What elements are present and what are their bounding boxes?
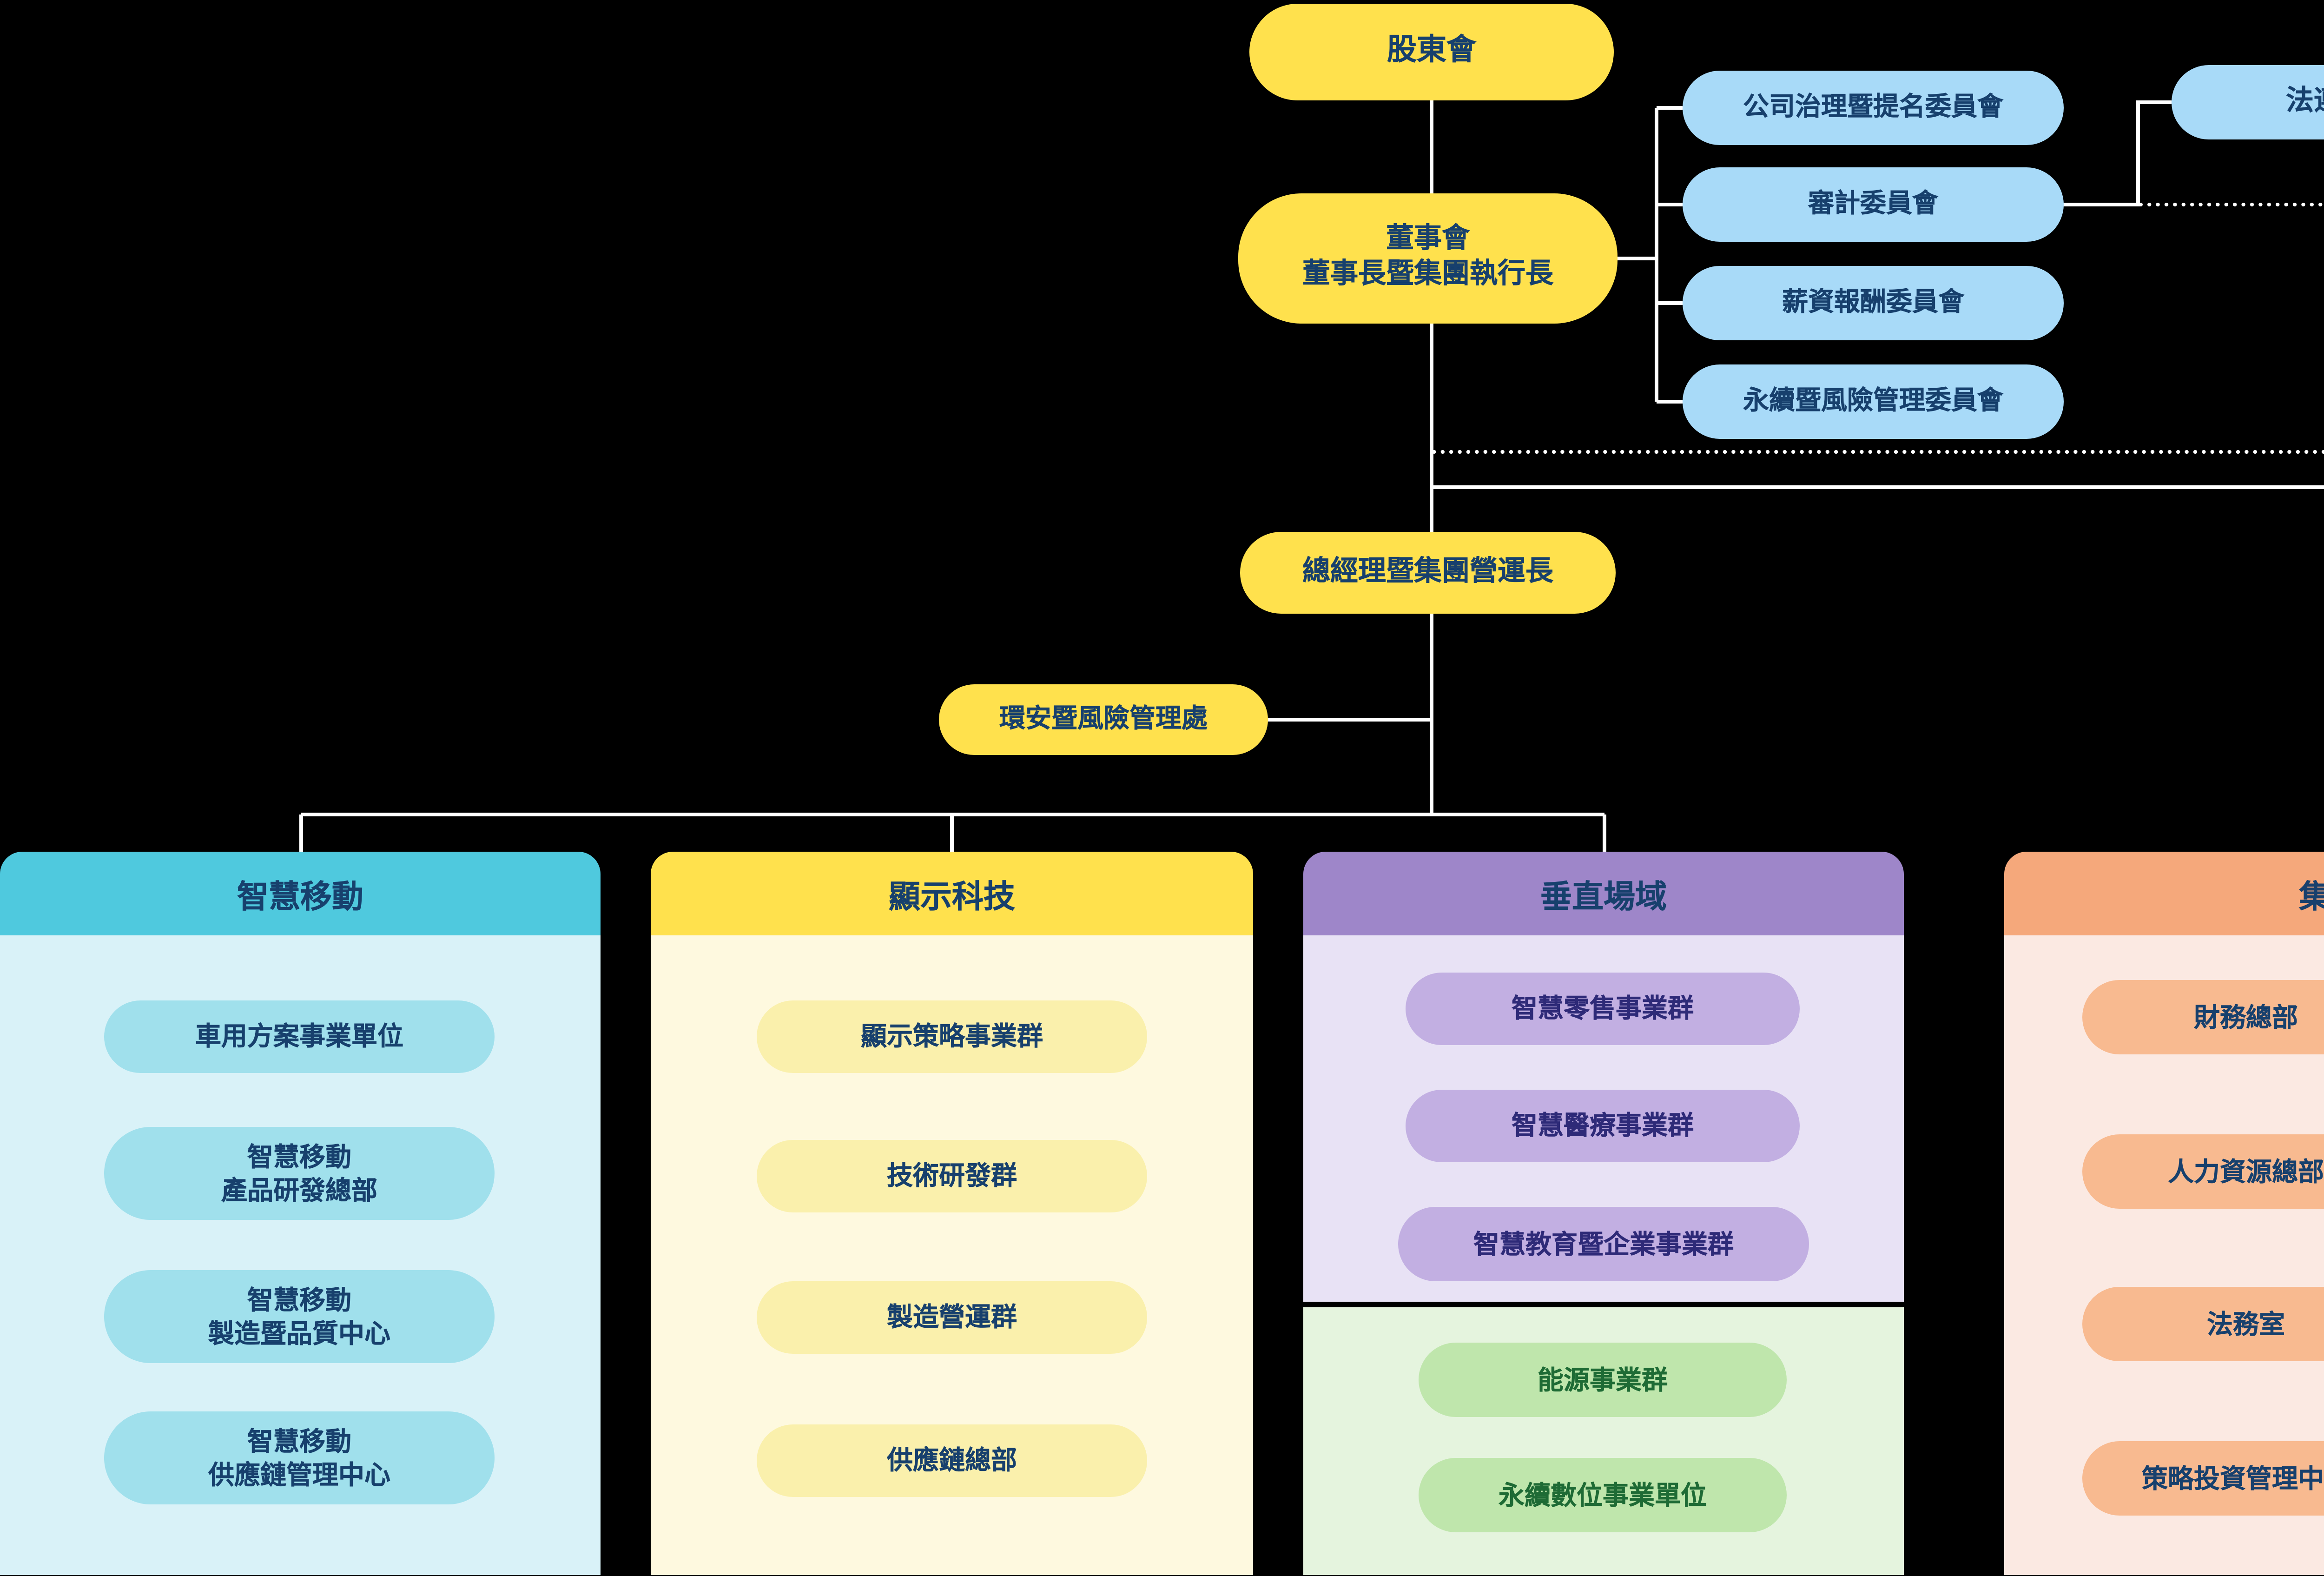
division-smart-mobility-header: 智慧移動 bbox=[0, 852, 601, 935]
unit-hr-hq: 人力資源總部 bbox=[2082, 1134, 2324, 1209]
esh-risk-management-pill: 環安暨風險管理處 bbox=[939, 684, 1268, 755]
shareholders-meeting-box: 股東會 bbox=[1249, 4, 1614, 100]
committee-governance-nomination-pill: 公司治理暨提名委員會 bbox=[1683, 71, 2064, 145]
board-chairman-ceo-box: 董事會 董事長暨集團執行長 bbox=[1238, 193, 1618, 324]
president-coo-box: 總經理暨集團營運長 bbox=[1240, 532, 1616, 614]
unit-sustainable-digital-bu: 永續數位事業單位 bbox=[1419, 1458, 1787, 1532]
division-display-tech: 顯示科技 顯示策略事業群 技術研發群 製造營運群 供應鏈總部 bbox=[651, 852, 1253, 1575]
committee-audit-pill: 審計委員會 bbox=[1683, 167, 2064, 242]
unit-supply-chain-hq: 供應鏈總部 bbox=[757, 1424, 1147, 1497]
unit-sm-product-rd-hq: 智慧移動 產品研發總部 bbox=[104, 1127, 495, 1220]
unit-smart-retail-bg: 智慧零售事業群 bbox=[1406, 973, 1800, 1045]
division-smart-mobility: 智慧移動 車用方案事業單位 智慧移動 產品研發總部 智慧移動 製造暨品質中心 智… bbox=[0, 852, 601, 1575]
division-vertical-domains-header: 垂直場域 bbox=[1303, 852, 1904, 935]
committee-compensation-pill: 薪資報酬委員會 bbox=[1683, 266, 2064, 340]
committee-sustainability-risk-pill: 永續暨風險管理委員會 bbox=[1683, 364, 2064, 439]
unit-energy-bg: 能源事業群 bbox=[1419, 1343, 1787, 1417]
unit-strategic-investment-center: 策略投資管理中心 bbox=[2082, 1441, 2324, 1516]
unit-smart-education-enterprise-bg: 智慧教育暨企業事業群 bbox=[1398, 1207, 1809, 1281]
solid-connectors bbox=[299, 93, 2324, 859]
unit-sm-mfg-quality-center: 智慧移動 製造暨品質中心 bbox=[104, 1270, 495, 1363]
unit-tech-rd-group: 技術研發群 bbox=[757, 1140, 1147, 1212]
unit-smart-medical-bg: 智慧醫療事業群 bbox=[1406, 1090, 1800, 1162]
chief-compliance-counsel-pill: 法遵總顧問 bbox=[2172, 65, 2324, 139]
unit-finance-hq: 財務總部 bbox=[2082, 980, 2324, 1054]
division-group-support-header: 集團營運支援單位 bbox=[2004, 852, 2324, 935]
unit-automotive-solutions: 車用方案事業單位 bbox=[104, 1000, 495, 1073]
unit-mfg-operations-group: 製造營運群 bbox=[757, 1281, 1147, 1354]
unit-legal-office: 法務室 bbox=[2082, 1287, 2324, 1361]
division-display-tech-header: 顯示科技 bbox=[651, 852, 1253, 935]
unit-sm-supply-chain-center: 智慧移動 供應鏈管理中心 bbox=[104, 1411, 495, 1504]
division-vertical-domains: 垂直場域 智慧零售事業群 智慧醫療事業群 智慧教育暨企業事業群 能源事業群 永續… bbox=[1303, 852, 1904, 1575]
division-group-support: 集團營運支援單位 財務總部 數位技術發展總部 人力資源總部 永續發展總部 法務室… bbox=[2004, 852, 2324, 1575]
unit-display-strategy-bg: 顯示策略事業群 bbox=[757, 1000, 1147, 1073]
